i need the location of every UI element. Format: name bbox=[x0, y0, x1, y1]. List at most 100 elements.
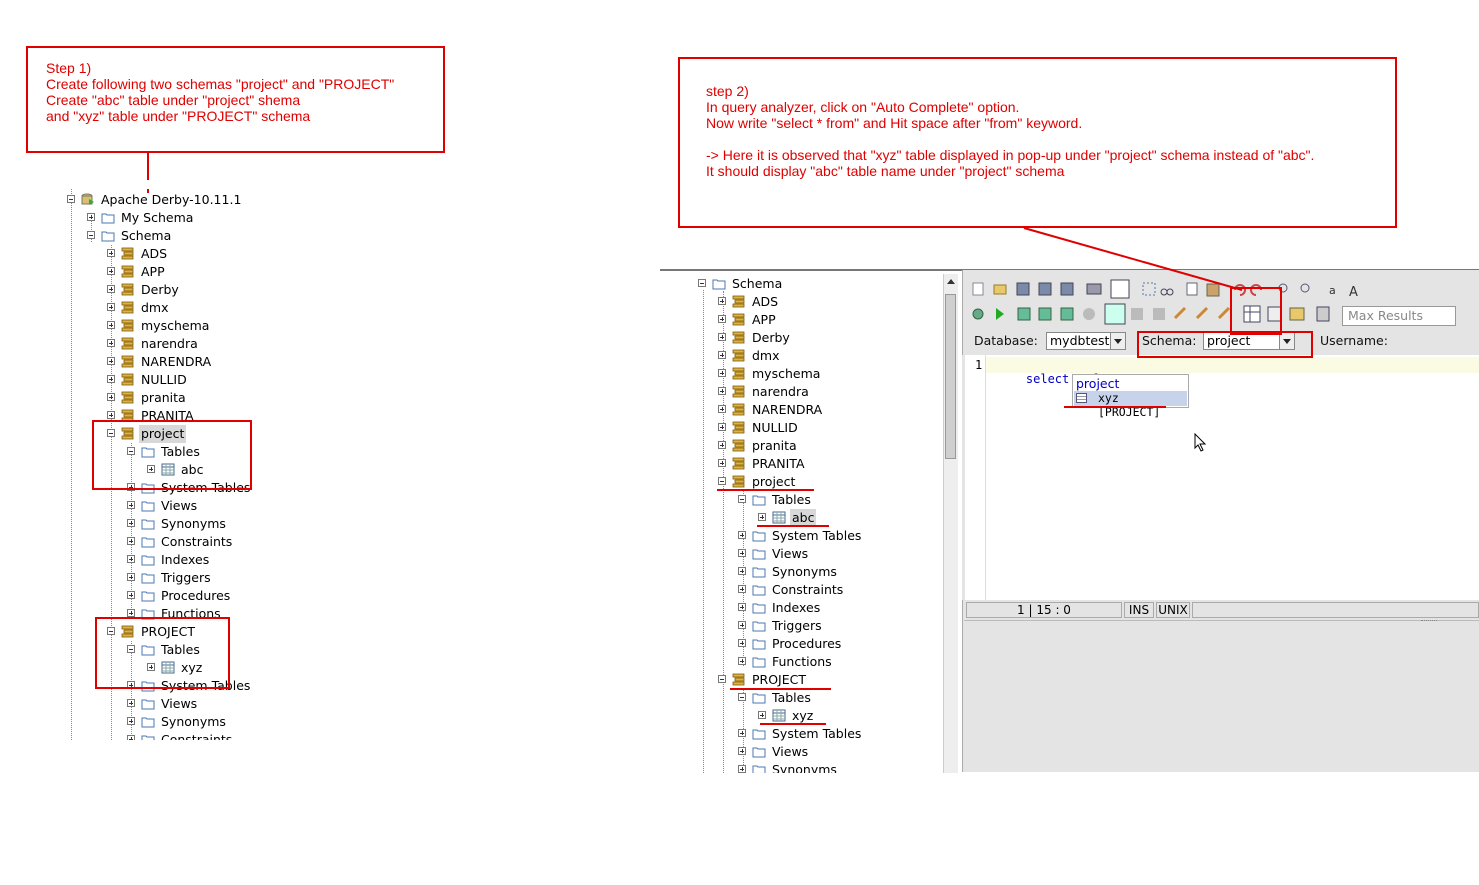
chevron-down-icon[interactable] bbox=[1110, 333, 1125, 349]
autocomplete-popup[interactable]: project xyz [PROJECT] bbox=[1072, 374, 1189, 419]
collapse-icon[interactable] bbox=[107, 627, 115, 635]
expand-icon[interactable] bbox=[718, 459, 726, 467]
auto-complete-icon bbox=[1243, 305, 1261, 323]
expand-icon[interactable] bbox=[127, 573, 135, 581]
expand-icon[interactable] bbox=[738, 639, 746, 647]
expand-icon[interactable] bbox=[127, 609, 135, 617]
collapse-icon[interactable] bbox=[738, 693, 746, 701]
underline-project bbox=[717, 489, 814, 491]
tree-node-label: System Tables bbox=[161, 480, 251, 495]
expand-icon[interactable] bbox=[738, 567, 746, 575]
sql-editor[interactable]: 1 select * from bbox=[965, 355, 1479, 600]
expand-icon[interactable] bbox=[738, 729, 746, 737]
expand-icon[interactable] bbox=[718, 405, 726, 413]
expand-icon[interactable] bbox=[718, 315, 726, 323]
expand-icon[interactable] bbox=[107, 249, 115, 257]
expand-icon[interactable] bbox=[127, 591, 135, 599]
expand-icon[interactable] bbox=[107, 339, 115, 347]
expand-icon[interactable] bbox=[127, 555, 135, 563]
schema-icon bbox=[121, 409, 135, 422]
expand-icon[interactable] bbox=[107, 321, 115, 329]
expand-icon[interactable] bbox=[738, 531, 746, 539]
expand-icon[interactable] bbox=[718, 369, 726, 377]
expand-icon[interactable] bbox=[127, 717, 135, 725]
expand-icon[interactable] bbox=[127, 501, 135, 509]
collapse-icon[interactable] bbox=[738, 495, 746, 503]
expand-icon[interactable] bbox=[738, 765, 746, 773]
expand-icon[interactable] bbox=[738, 747, 746, 755]
collapse-icon[interactable] bbox=[718, 477, 726, 485]
step1-line: Create "abc" table under "project" shema bbox=[46, 92, 301, 108]
expand-icon[interactable] bbox=[718, 423, 726, 431]
expand-icon[interactable] bbox=[718, 441, 726, 449]
chevron-down-icon[interactable] bbox=[1279, 333, 1294, 349]
expand-icon[interactable] bbox=[87, 213, 95, 221]
tree-node-label: Procedures bbox=[772, 636, 842, 651]
tree-node-label: Tables bbox=[161, 444, 200, 459]
results-splitter[interactable] bbox=[964, 620, 1479, 625]
expand-icon[interactable] bbox=[107, 303, 115, 311]
step2-annotation-box: step 2) In query analyzer, click on "Aut… bbox=[678, 57, 1397, 228]
expand-icon[interactable] bbox=[127, 483, 135, 491]
schema-icon bbox=[732, 313, 746, 326]
expand-icon[interactable] bbox=[107, 357, 115, 365]
folder-icon bbox=[752, 547, 766, 560]
toggle-results-icon bbox=[1104, 303, 1126, 325]
collapse-icon[interactable] bbox=[127, 645, 135, 653]
folder-icon bbox=[752, 763, 766, 773]
step2-line: In query analyzer, click on "Auto Comple… bbox=[706, 99, 1020, 115]
collapse-icon[interactable] bbox=[127, 447, 135, 455]
schema-icon bbox=[732, 295, 746, 308]
collapse-icon[interactable] bbox=[698, 279, 706, 287]
schema-icon bbox=[732, 385, 746, 398]
expand-icon[interactable] bbox=[107, 285, 115, 293]
expand-icon[interactable] bbox=[107, 411, 115, 419]
expand-icon[interactable] bbox=[107, 267, 115, 275]
tree-node-label: narendra bbox=[752, 384, 809, 399]
step1-annotation-box: Step 1) Create following two schemas "pr… bbox=[26, 46, 445, 153]
expand-icon[interactable] bbox=[147, 465, 155, 473]
expand-icon[interactable] bbox=[107, 393, 115, 401]
folder-icon bbox=[101, 211, 115, 224]
expand-icon[interactable] bbox=[147, 663, 155, 671]
collapse-icon[interactable] bbox=[107, 429, 115, 437]
database-select[interactable]: mydbtest bbox=[1046, 332, 1126, 350]
highlight-project-abc bbox=[92, 420, 252, 490]
save-icon bbox=[1016, 282, 1030, 296]
popup-item-xyz[interactable]: xyz [PROJECT] bbox=[1074, 391, 1187, 419]
highlight-PROJECT-xyz bbox=[95, 617, 230, 689]
max-results-input[interactable]: Max Results bbox=[1342, 306, 1456, 326]
username-label: Username: bbox=[1320, 333, 1388, 348]
expand-icon[interactable] bbox=[127, 519, 135, 527]
expand-icon[interactable] bbox=[738, 585, 746, 593]
expand-icon[interactable] bbox=[738, 621, 746, 629]
expand-icon[interactable] bbox=[107, 375, 115, 383]
expand-icon[interactable] bbox=[758, 513, 766, 521]
expand-icon[interactable] bbox=[738, 657, 746, 665]
folder-icon bbox=[141, 535, 155, 548]
expand-icon[interactable] bbox=[758, 711, 766, 719]
expand-icon[interactable] bbox=[738, 603, 746, 611]
expand-icon[interactable] bbox=[127, 537, 135, 545]
expand-icon[interactable] bbox=[718, 387, 726, 395]
scroll-up-arrow[interactable] bbox=[947, 279, 955, 284]
folder-icon bbox=[752, 583, 766, 596]
tree-node-label: Views bbox=[772, 744, 809, 759]
splitter-grip[interactable] bbox=[1421, 620, 1437, 624]
collapse-icon[interactable] bbox=[87, 231, 95, 239]
expand-icon[interactable] bbox=[738, 549, 746, 557]
scroll-thumb[interactable] bbox=[945, 294, 956, 459]
expand-icon[interactable] bbox=[718, 297, 726, 305]
collapse-icon[interactable] bbox=[718, 675, 726, 683]
execute-icon bbox=[996, 308, 1004, 320]
expand-icon[interactable] bbox=[718, 333, 726, 341]
tree-scrollbar[interactable] bbox=[943, 274, 958, 773]
expand-icon[interactable] bbox=[718, 351, 726, 359]
popup-item-label: xyz [PROJECT] bbox=[1098, 391, 1161, 419]
expand-icon[interactable] bbox=[127, 699, 135, 707]
step2-line: Now write "select * from" and Hit space … bbox=[706, 115, 1083, 131]
collapse-icon[interactable] bbox=[67, 195, 75, 203]
schema-icon bbox=[732, 403, 746, 416]
tree-node-label: Tables bbox=[772, 492, 811, 507]
